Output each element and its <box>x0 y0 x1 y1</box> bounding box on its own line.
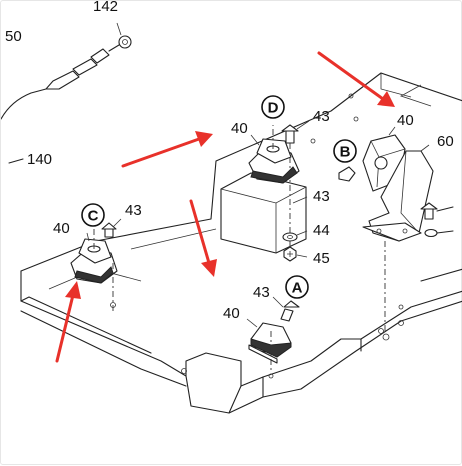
svg-text:D: D <box>268 100 279 117</box>
label-142: 142 <box>93 1 118 15</box>
callout-d: D <box>261 95 285 119</box>
label-45: 45 <box>313 250 330 267</box>
arrow-to-mount-b <box>317 51 385 101</box>
label-50: 50 <box>5 28 22 45</box>
arrow-to-mount-a <box>189 199 211 265</box>
arrow-to-mount-c <box>55 293 75 363</box>
callout-c: C <box>81 203 105 227</box>
callout-b: B <box>333 139 357 163</box>
leader-lines <box>86 120 430 328</box>
cable-assembly <box>1 22 132 164</box>
label-d-40: 40 <box>231 120 248 137</box>
label-44: 44 <box>313 222 330 239</box>
svg-text:B: B <box>340 144 351 161</box>
arrow-head-d <box>195 131 213 147</box>
label-a-43: 43 <box>253 284 270 301</box>
washer-nut <box>282 232 298 262</box>
mount-c <box>70 222 118 313</box>
label-bracket-43: 43 <box>313 188 330 205</box>
mount-a <box>248 300 300 371</box>
part-labels: 142 50 140 40 43 40 43 43 44 45 40 60 43… <box>5 1 454 322</box>
arrow-head-a <box>201 259 217 277</box>
center-bracket <box>220 172 307 254</box>
arrow-head-b <box>377 91 395 107</box>
arrow-to-mount-d <box>121 137 201 168</box>
label-60: 60 <box>437 133 454 150</box>
mount-b <box>338 134 454 331</box>
label-c-40: 40 <box>53 220 70 237</box>
callout-a: A <box>285 275 309 299</box>
label-c-43: 43 <box>125 202 142 219</box>
label-140: 140 <box>27 151 52 168</box>
label-b-40: 40 <box>397 112 414 129</box>
red-arrows <box>55 51 395 363</box>
arrow-head-c <box>65 281 81 299</box>
svg-text:C: C <box>88 208 99 225</box>
mount-d <box>248 124 300 263</box>
svg-text:A: A <box>292 280 303 297</box>
label-a-40: 40 <box>223 305 240 322</box>
frame-plate <box>20 72 462 414</box>
label-d-43: 43 <box>313 108 330 125</box>
